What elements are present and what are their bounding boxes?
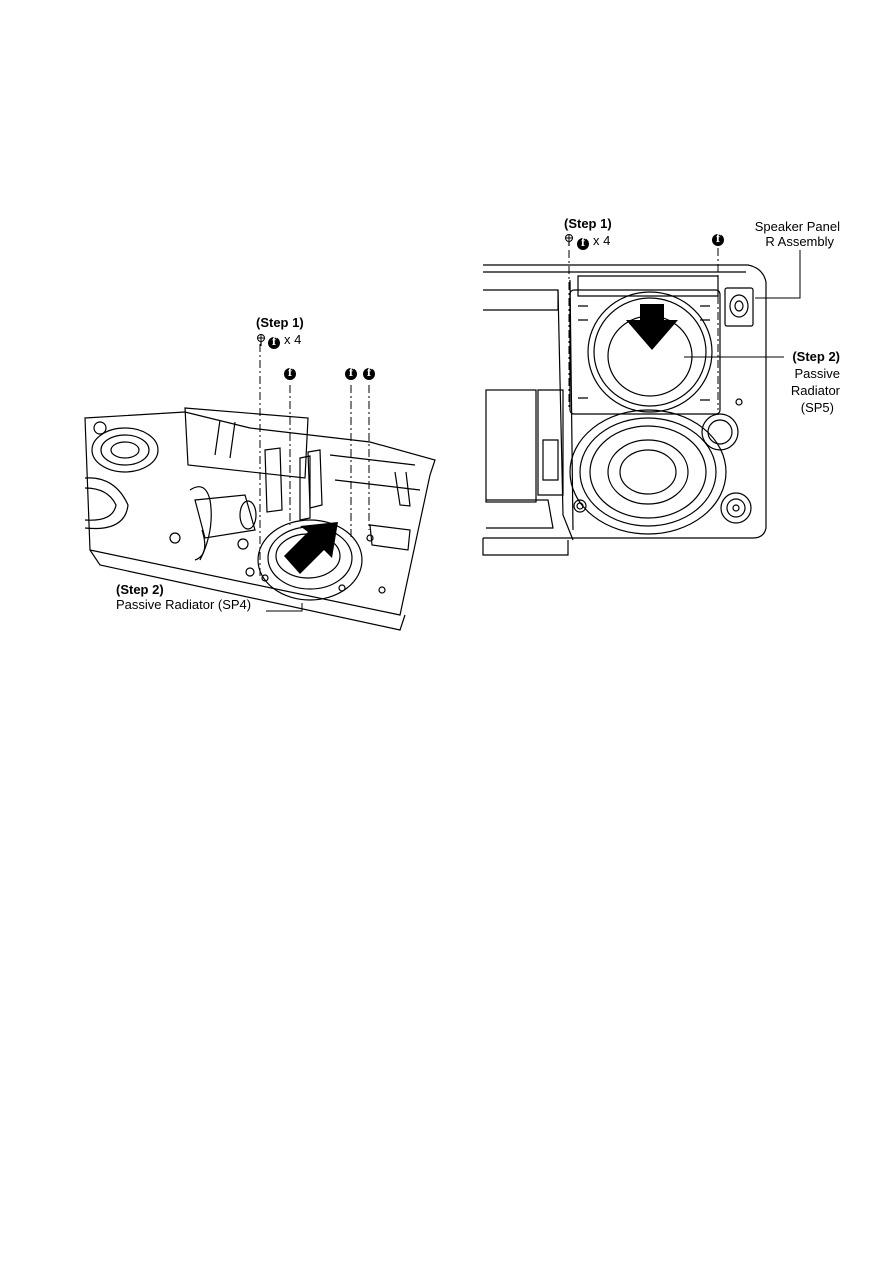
removal-arrow-icon xyxy=(284,522,338,574)
screw-quantity: f x 4 xyxy=(268,332,301,349)
step1-label: (Step 1) xyxy=(256,315,304,330)
part-label-line1: Passive xyxy=(794,366,840,381)
left-disassembly-figure: (Step 1) f x 4 f f f (Step 2) Passive Rad… xyxy=(70,300,450,631)
left-line-drawing xyxy=(84,344,436,631)
screw-marker-badge: f xyxy=(712,234,724,246)
screw-qty-text: x 4 xyxy=(284,332,302,347)
speaker-panel-label-line1: Speaker Panel xyxy=(754,219,840,234)
screw-marker-badge: f xyxy=(345,368,357,380)
speaker-panel-label-line2: R Assembly xyxy=(765,234,834,249)
right-disassembly-figure: (Step 1) f x 4 f Speaker Panel R Assembly… xyxy=(478,210,878,570)
step1-label: (Step 1) xyxy=(564,216,612,231)
removal-arrow-icon xyxy=(626,304,678,350)
step2-label: (Step 2) xyxy=(792,349,840,364)
right-line-drawing xyxy=(482,248,801,556)
screw-marker-badge: f xyxy=(363,368,375,380)
screw-qty-text: x 4 xyxy=(593,233,611,248)
screw-icon xyxy=(565,234,573,246)
part-label: Passive Radiator (SP4) xyxy=(116,597,252,612)
part-label-line2: Radiator xyxy=(790,383,840,398)
screw-icon xyxy=(257,334,265,346)
screw-marker-badge: f xyxy=(284,368,296,380)
step2-label: (Step 2) xyxy=(116,582,164,597)
screw-symbol-badge: f xyxy=(577,238,589,250)
screw-symbol-badge: f xyxy=(268,337,280,349)
screw-quantity: f x 4 xyxy=(577,233,610,250)
part-label-line3: (SP5) xyxy=(800,400,834,415)
